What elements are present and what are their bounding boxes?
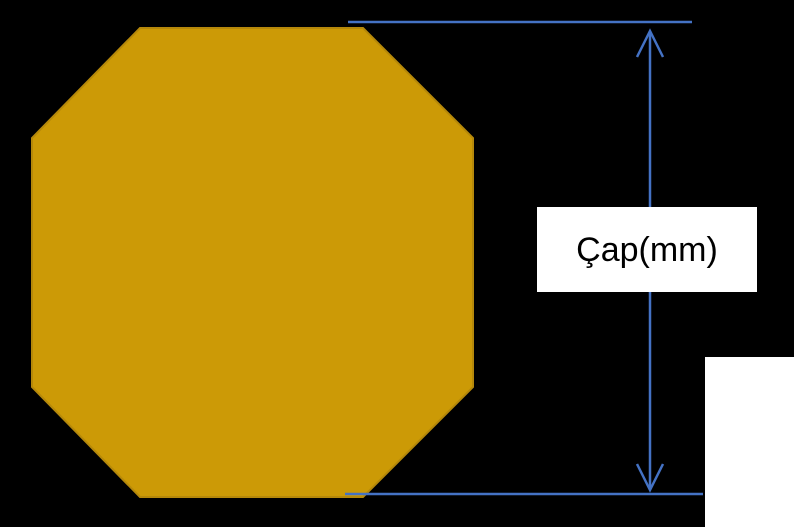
- octagon-shape: [31, 27, 474, 498]
- dimension-label-box: Çap(mm): [537, 207, 757, 292]
- dimension-label: Çap(mm): [576, 230, 718, 269]
- arrowhead-up-icon: [635, 28, 665, 58]
- bottom-right-corner: [705, 357, 794, 527]
- arrowhead-down-icon: [635, 463, 665, 493]
